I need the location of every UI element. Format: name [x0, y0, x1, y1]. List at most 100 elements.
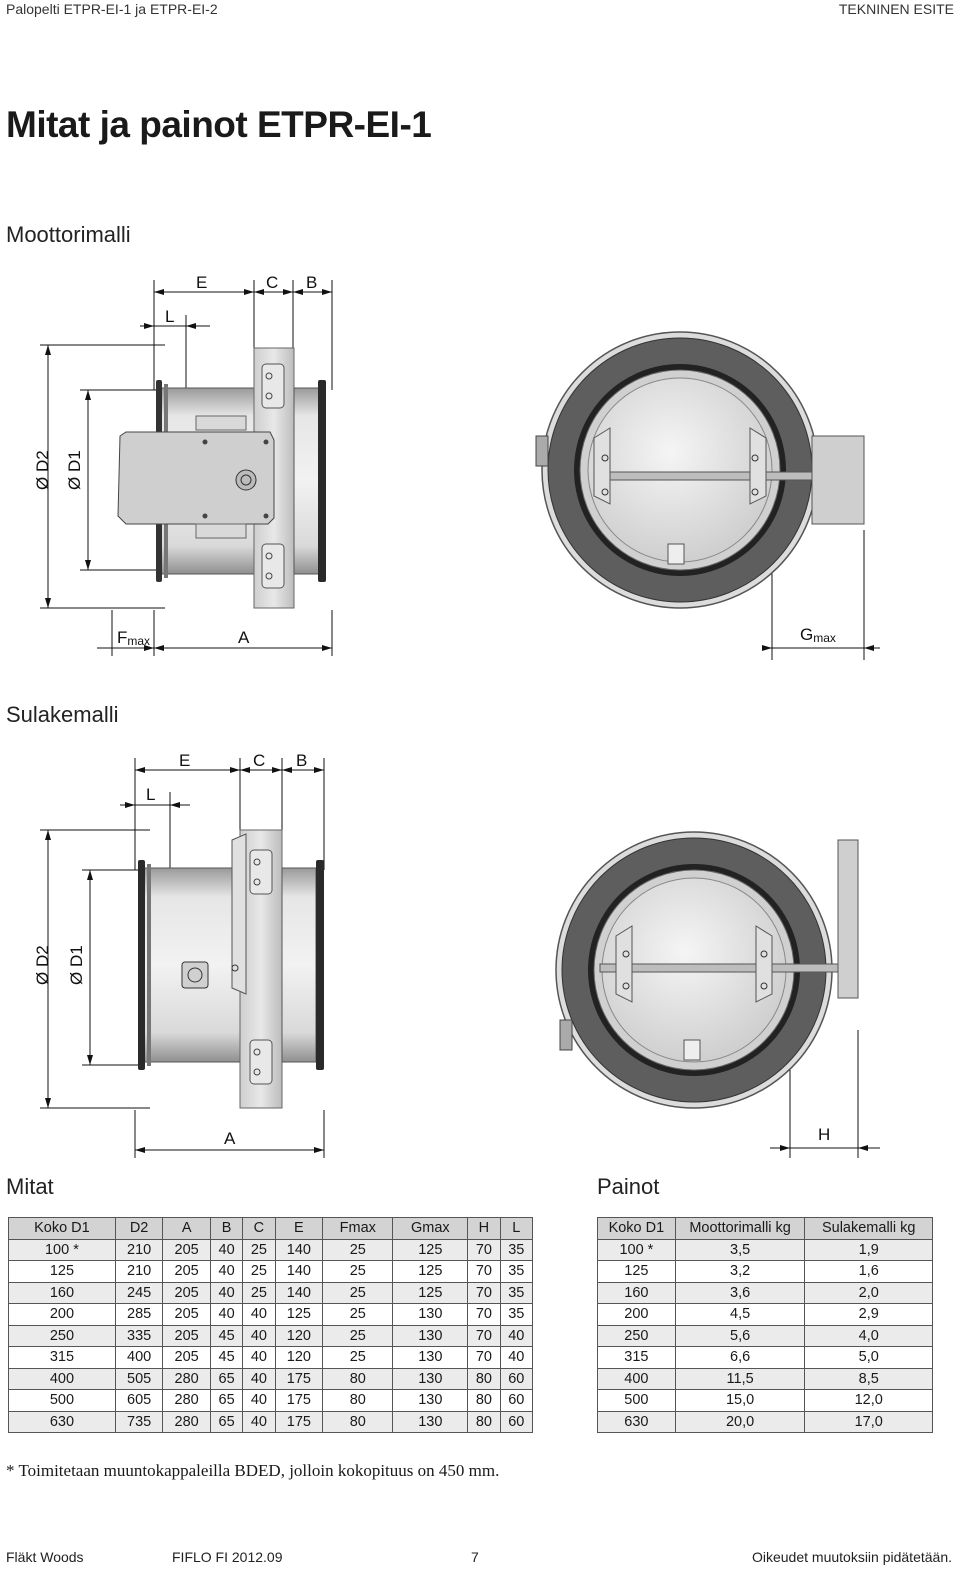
dim-table-cell: 80	[467, 1410, 501, 1433]
dim-label-c-fuse: C	[253, 751, 265, 770]
motor-side-view	[117, 347, 326, 609]
dim-header-cell: Fmax	[322, 1217, 394, 1240]
dim-table-cell: 250	[8, 1324, 116, 1347]
dim-table-cell: 205	[162, 1238, 211, 1261]
dim-table-cell: 175	[274, 1389, 324, 1412]
wt-table-cell: 315	[597, 1346, 676, 1369]
dim-table-cell: 125	[392, 1281, 469, 1304]
dim-table-cell: 285	[114, 1303, 164, 1326]
dim-table-cell: 130	[392, 1367, 469, 1390]
dim-table-cell: 40	[242, 1367, 276, 1390]
dim-table-cell: 40	[209, 1303, 244, 1326]
dim-table-cell: 25	[242, 1238, 276, 1261]
dim-table-cell: 60	[499, 1410, 534, 1433]
dim-table-cell: 140	[274, 1238, 324, 1261]
dim-table-cell: 205	[162, 1260, 211, 1283]
dim-table-cell: 175	[274, 1367, 324, 1390]
dim-table-cell: 70	[467, 1260, 501, 1283]
dim-label-gmax: Gmax	[800, 625, 836, 645]
wt-table-cell: 200	[597, 1303, 676, 1326]
dim-label-h: H	[818, 1125, 830, 1144]
dim-table-cell: 40	[242, 1389, 276, 1412]
dimension-arrows-fuse	[45, 767, 868, 1153]
dim-table-cell: 35	[499, 1238, 534, 1261]
dim-table-cell: 65	[209, 1389, 244, 1412]
dim-table-cell: 80	[322, 1410, 394, 1433]
dim-table-cell: 400	[114, 1346, 164, 1369]
dim-label-b: B	[306, 273, 317, 292]
dim-label-l-fuse: L	[146, 785, 155, 804]
dim-label-e-fuse: E	[179, 751, 190, 770]
dim-label-b-fuse: B	[296, 751, 307, 770]
fuse-model-drawing: E C B L Ø D2 Ø D1 A H	[33, 751, 880, 1158]
dim-table-cell: 40	[499, 1324, 534, 1347]
dim-table-cell: 25	[242, 1281, 276, 1304]
dim-table-cell: 125	[274, 1303, 324, 1326]
dim-table-cell: 25	[322, 1324, 394, 1347]
wt-table-cell: 15,0	[674, 1389, 806, 1412]
wt-table-cell: 6,6	[674, 1346, 806, 1369]
header-doc-name: Palopelti ETPR-EI-1 ja ETPR-EI-2	[6, 1, 218, 17]
dim-table-cell: 160	[8, 1281, 116, 1304]
dim-table-cell: 25	[322, 1238, 394, 1261]
wt-table-cell: 400	[597, 1367, 676, 1390]
wt-table-cell: 8,5	[804, 1367, 933, 1390]
dim-table-cell: 60	[499, 1389, 534, 1412]
dim-table-cell: 245	[114, 1281, 164, 1304]
wt-header-cell: Koko D1	[597, 1217, 676, 1240]
footer-doc-code: FIFLO FI 2012.09	[172, 1549, 283, 1565]
dim-table-cell: 200	[8, 1303, 116, 1326]
dim-table-cell: 40	[242, 1410, 276, 1433]
motor-model-drawing: E C B L Ø D2 Ø D1 Fmax A Gmax	[33, 273, 880, 660]
dim-label-fmax: Fmax	[117, 628, 150, 648]
dim-table-cell: 210	[114, 1260, 164, 1283]
wt-table-cell: 3,6	[674, 1281, 806, 1304]
section-weights-heading: Painot	[597, 1174, 660, 1199]
dim-table-cell: 70	[467, 1238, 501, 1261]
dim-header-cell: D2	[114, 1217, 164, 1240]
section-fuse-heading: Sulakemalli	[6, 702, 119, 727]
dimension-arrows-top	[45, 289, 874, 651]
dim-table-cell: 130	[392, 1389, 469, 1412]
dim-header-cell: L	[499, 1217, 534, 1240]
dim-table-cell: 335	[114, 1324, 164, 1347]
dim-table-cell: 630	[8, 1410, 116, 1433]
dim-table-cell: 70	[467, 1324, 501, 1347]
dim-table-cell: 80	[322, 1389, 394, 1412]
dim-table-cell: 205	[162, 1324, 211, 1347]
dim-table-cell: 125	[392, 1260, 469, 1283]
dim-table-cell: 40	[209, 1260, 244, 1283]
dim-table-cell: 210	[114, 1238, 164, 1261]
dim-header-cell: E	[274, 1217, 324, 1240]
footer-company: Fläkt Woods	[6, 1549, 84, 1565]
dim-table-cell: 100 *	[8, 1238, 116, 1261]
section-dimensions-heading: Mitat	[6, 1174, 54, 1199]
wt-table-cell: 5,6	[674, 1324, 806, 1347]
wt-table-cell: 1,9	[804, 1238, 933, 1261]
dim-header-cell: H	[467, 1217, 501, 1240]
wt-table-cell: 125	[597, 1260, 676, 1283]
footer-rights: Oikeudet muutoksiin pidätetään.	[751, 1549, 952, 1565]
wt-table-cell: 20,0	[674, 1410, 806, 1433]
dim-header-cell: A	[162, 1217, 211, 1240]
wt-table-cell: 250	[597, 1324, 676, 1347]
footer-page-number: 7	[471, 1549, 479, 1565]
dim-table-cell: 70	[467, 1346, 501, 1369]
dim-table-cell: 25	[242, 1260, 276, 1283]
wt-table-cell: 4,5	[674, 1303, 806, 1326]
dim-table-cell: 280	[162, 1367, 211, 1390]
dim-header-cell: Gmax	[392, 1217, 469, 1240]
